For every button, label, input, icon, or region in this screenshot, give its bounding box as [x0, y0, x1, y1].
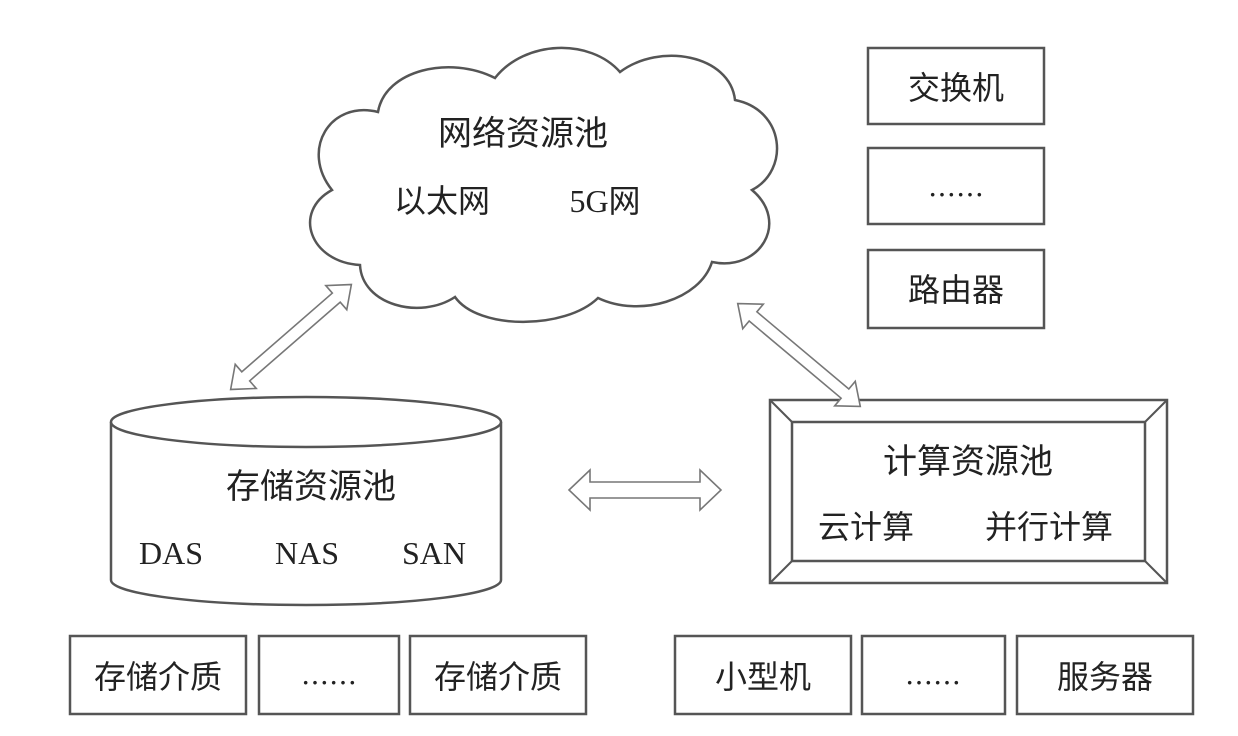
machine-box-server — [1015, 634, 1195, 716]
double-arrow-icon — [567, 468, 723, 512]
device-label-switch: 交换机 — [908, 69, 1004, 107]
storage-pool: 存储资源池 DAS NAS SAN — [109, 395, 503, 607]
compute-item-parallel: 并行计算 — [985, 508, 1113, 546]
media-label-1: 存储介质 — [94, 658, 222, 696]
machine-label-server: 服务器 — [1057, 658, 1153, 696]
network-pool-title: 网络资源池 — [438, 114, 608, 154]
storage-item-nas: NAS — [275, 535, 339, 571]
machine-box-ellipsis — [860, 634, 1007, 716]
compute-item-cloud: 云计算 — [818, 508, 914, 546]
storage-pool-title: 存储资源池 — [226, 467, 396, 507]
storage-media: 存储介质 …… 存储介质 — [68, 634, 588, 716]
machine-label-ellipsis: …… — [905, 658, 961, 691]
media-box-ellipsis — [257, 634, 401, 716]
arrow-storage-compute — [567, 468, 723, 512]
device-box-switch — [866, 46, 1046, 126]
compute-bevel-tl — [769, 399, 793, 423]
network-item-5g: 5G网 — [569, 183, 640, 219]
device-box-ellipsis — [866, 146, 1046, 226]
storage-item-das: DAS — [139, 535, 203, 571]
compute-pool: 计算资源池 云计算 并行计算 — [768, 398, 1169, 585]
double-arrow-icon — [229, 283, 353, 391]
arrow-network-compute — [736, 302, 862, 408]
compute-bevel-br — [1144, 560, 1168, 584]
double-arrow-icon — [736, 302, 862, 408]
media-box-1 — [68, 634, 248, 716]
media-label-ellipsis: …… — [301, 658, 357, 691]
compute-pool-title: 计算资源池 — [883, 442, 1053, 482]
device-box-router — [866, 248, 1046, 330]
network-pool: 网络资源池 以太网 5G网 — [308, 46, 779, 324]
arrow-storage-network — [229, 283, 353, 391]
media-box-2 — [408, 634, 588, 716]
compute-bevel-tr — [1144, 399, 1168, 423]
device-label-router: 路由器 — [908, 271, 1004, 309]
compute-machines: 小型机 …… 服务器 — [673, 634, 1195, 716]
network-cloud-shape — [308, 46, 779, 324]
compute-bevel-bl — [769, 560, 793, 584]
storage-cylinder-body — [109, 422, 503, 607]
storage-item-san: SAN — [402, 535, 466, 571]
network-item-ethernet: 以太网 — [394, 182, 490, 220]
storage-cylinder-top — [109, 395, 503, 449]
network-devices: 交换机 …… 路由器 — [866, 46, 1046, 330]
media-label-2: 存储介质 — [434, 658, 562, 696]
machine-label-minicomputer: 小型机 — [715, 658, 811, 696]
compute-frame-inner — [790, 420, 1147, 563]
machine-box-minicomputer — [673, 634, 853, 716]
device-label-ellipsis: …… — [928, 170, 984, 203]
